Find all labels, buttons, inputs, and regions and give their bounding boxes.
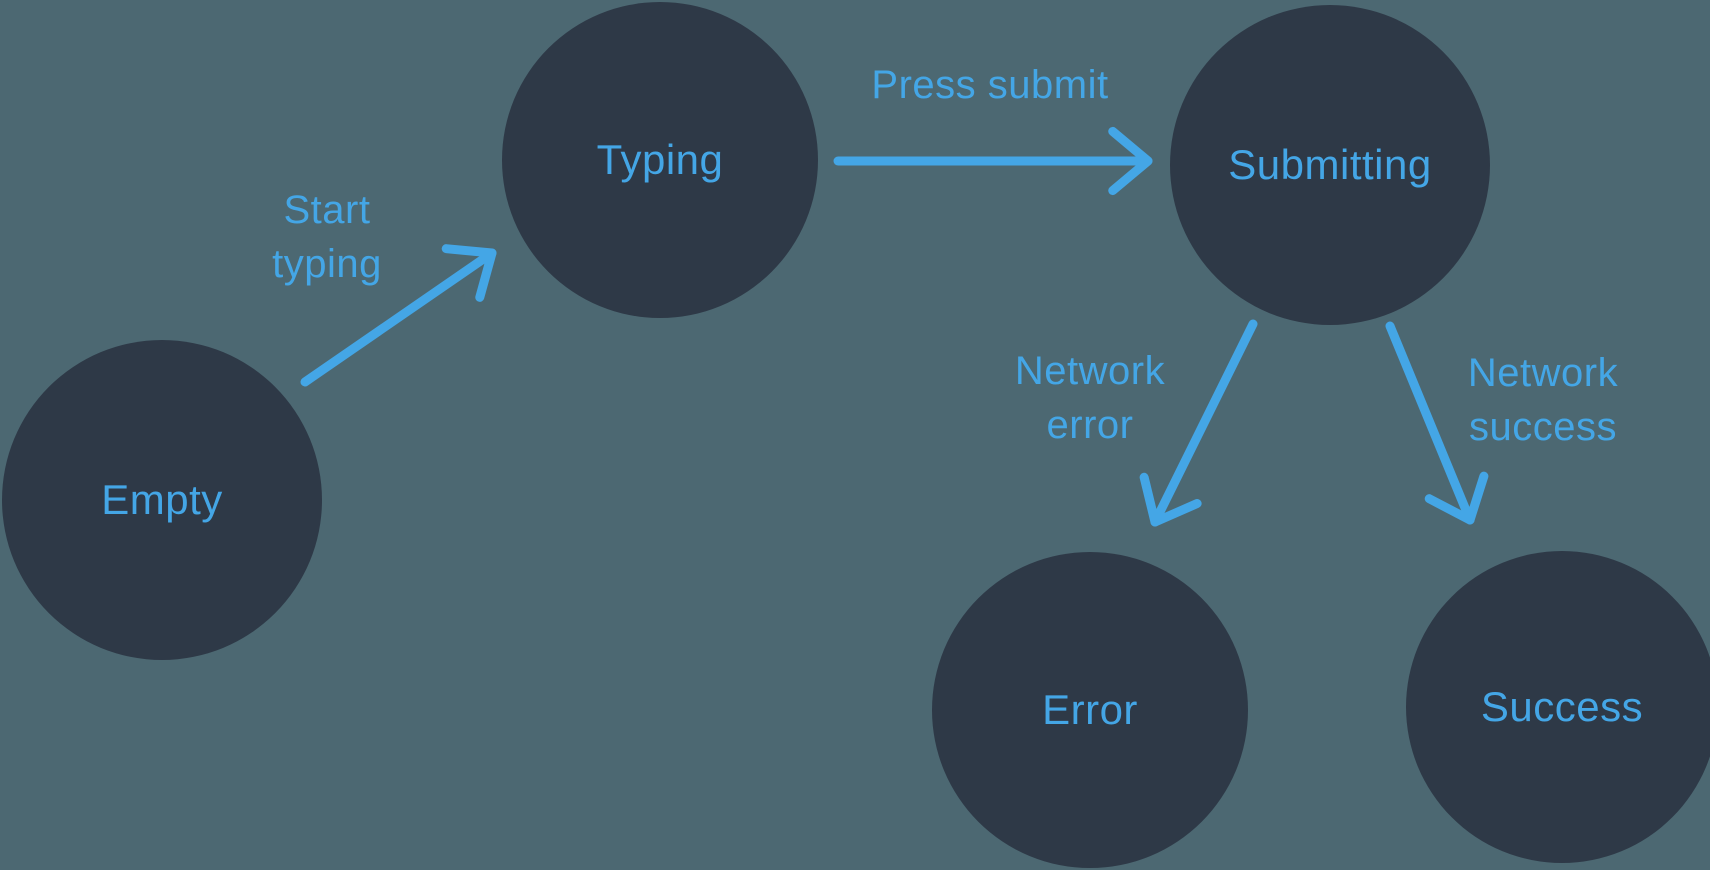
edge-arrow-press-submit [833, 126, 1153, 196]
arrowhead-icon [1139, 472, 1202, 527]
state-node-error-label: Error [1042, 686, 1138, 733]
state-node-typing-label: Typing [596, 136, 724, 183]
state-node-success-label: Success [1480, 683, 1644, 730]
state-node-typing: Typing [502, 2, 818, 318]
edge-line-network-error [1150, 319, 1258, 527]
edge-label-network-error: Network error [1014, 349, 1166, 447]
edge-label-network-success: Network success [1467, 351, 1619, 449]
state-node-empty: Empty [2, 340, 322, 660]
arrowhead-icon [1108, 126, 1153, 196]
edge-label-start-typing: Start typing [272, 188, 382, 286]
arrowhead-icon [441, 244, 497, 302]
arrowhead-icon [1424, 471, 1489, 525]
state-node-submitting-label: Submitting [1228, 141, 1432, 188]
edge-label-press-submit: Press submit [871, 63, 1109, 107]
state-node-success: Success [1406, 551, 1710, 863]
edge-line-network-success [1385, 321, 1475, 525]
state-node-submitting: Submitting [1170, 5, 1490, 325]
state-node-error: Error [932, 552, 1248, 868]
state-node-empty-label: Empty [101, 476, 223, 523]
